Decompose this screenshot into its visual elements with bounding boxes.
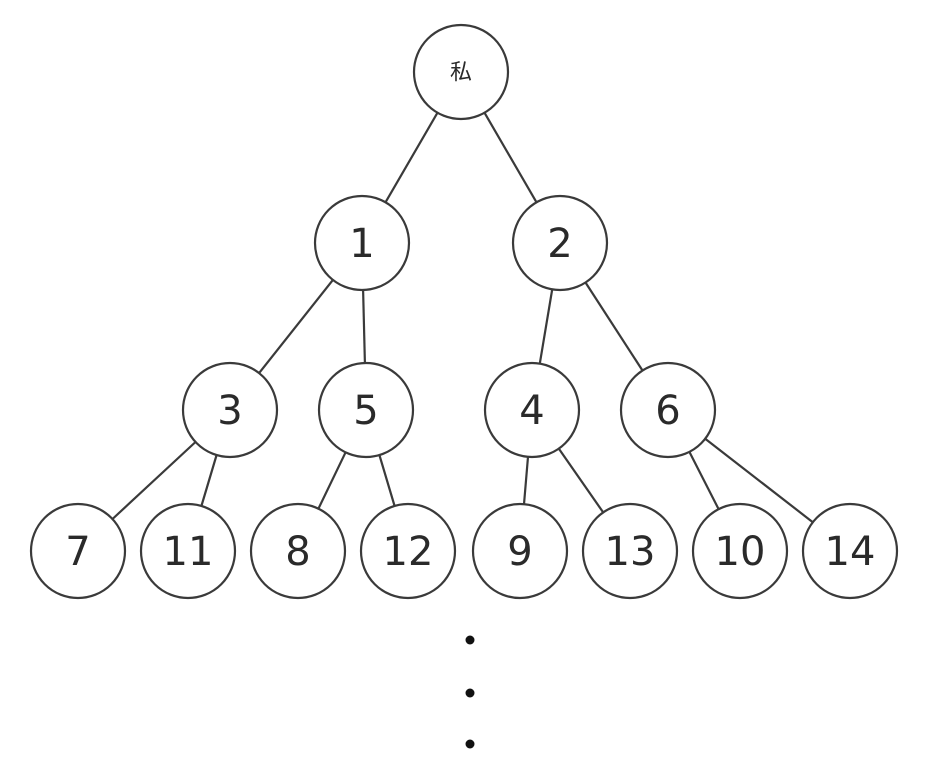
edge-n4-n13 — [557, 447, 605, 514]
node-label: 12 — [383, 529, 434, 575]
node-circle — [619, 361, 717, 459]
edge-n2-n6 — [584, 281, 644, 372]
tree-node-n5: 5 — [317, 361, 415, 459]
node-label: 13 — [605, 529, 656, 575]
edge-n2-n4 — [538, 289, 554, 364]
ellipsis-dot-3 — [465, 739, 475, 749]
node-label: 9 — [507, 529, 532, 575]
tree-node-n11: 11 — [139, 502, 237, 600]
edge-n5-n8 — [317, 451, 347, 510]
node-label: 2 — [547, 221, 572, 267]
node-label: 1 — [349, 221, 374, 267]
node-circle — [412, 23, 510, 121]
node-label: 6 — [655, 388, 680, 434]
tree-node-root: 私 — [412, 23, 510, 121]
edge-n3-n11 — [200, 454, 218, 507]
edge-n6-n10 — [688, 451, 720, 510]
tree-node-n12: 12 — [359, 502, 457, 600]
node-label: 14 — [825, 529, 876, 575]
node-label: 私 — [450, 61, 472, 86]
ellipsis-dot-1 — [465, 635, 475, 645]
edge-n1-n5 — [362, 289, 366, 364]
tree-node-n8: 8 — [249, 502, 347, 600]
tree-node-n3: 3 — [181, 361, 279, 459]
edge-n3-n7 — [111, 441, 197, 520]
node-label: 4 — [519, 388, 544, 434]
tree-edges — [111, 112, 814, 524]
node-circle — [249, 502, 347, 600]
tree-node-n9: 9 — [471, 502, 569, 600]
tree-node-n2: 2 — [511, 194, 609, 292]
node-circle — [139, 502, 237, 600]
tree-node-n1: 1 — [313, 194, 411, 292]
node-circle — [483, 361, 581, 459]
tree-node-n7: 7 — [29, 502, 127, 600]
edge-n4-n9 — [522, 456, 530, 505]
node-label: 8 — [285, 529, 310, 575]
node-label: 3 — [217, 388, 242, 434]
ellipsis-dot-2 — [465, 688, 475, 698]
node-circle — [181, 361, 279, 459]
node-circle — [29, 502, 127, 600]
continuation-ellipsis — [465, 635, 475, 749]
node-circle — [471, 502, 569, 600]
edge-n1-n3 — [258, 279, 334, 374]
node-label: 11 — [163, 529, 214, 575]
node-circle — [581, 502, 679, 600]
node-label: 5 — [353, 388, 378, 434]
node-label: 10 — [715, 529, 766, 575]
node-circle — [691, 502, 789, 600]
edge-root-n2 — [483, 112, 538, 203]
tree-node-n4: 4 — [483, 361, 581, 459]
node-circle — [317, 361, 415, 459]
node-circle — [511, 194, 609, 292]
edge-n5-n12 — [378, 454, 396, 507]
node-circle — [313, 194, 411, 292]
node-circle — [359, 502, 457, 600]
tree-node-n13: 13 — [581, 502, 679, 600]
tree-node-n10: 10 — [691, 502, 789, 600]
edge-root-n1 — [384, 112, 439, 203]
edge-n6-n14 — [704, 437, 814, 524]
node-circle — [801, 502, 899, 600]
tree-node-n6: 6 — [619, 361, 717, 459]
tree-node-n14: 14 — [801, 502, 899, 600]
node-label: 7 — [65, 529, 90, 575]
